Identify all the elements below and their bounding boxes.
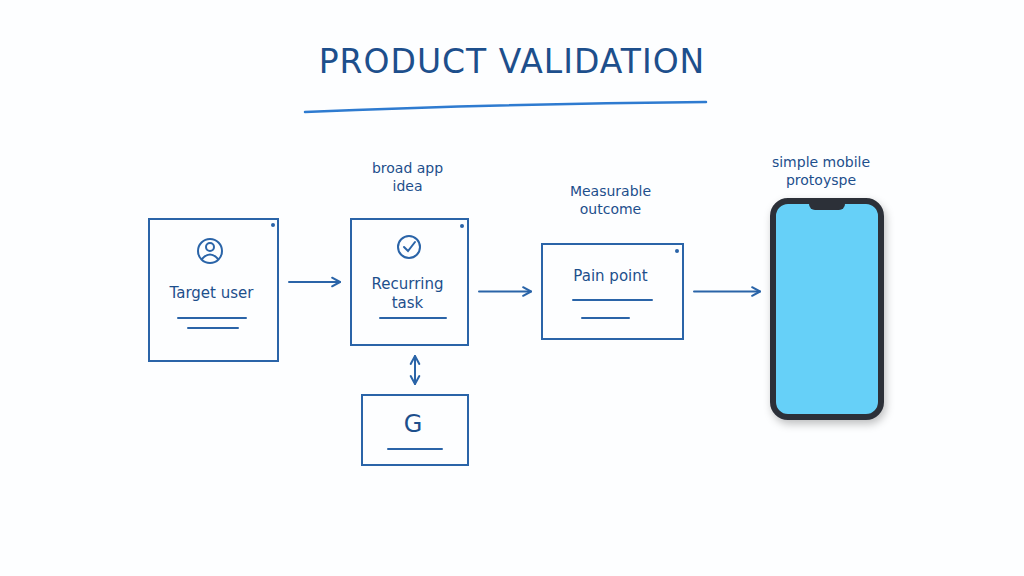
corner-dot bbox=[460, 224, 464, 228]
node-heading: Measurable outcome bbox=[555, 183, 667, 218]
text-line bbox=[388, 448, 442, 450]
check-icon bbox=[398, 236, 420, 258]
arrow-head bbox=[332, 278, 340, 287]
phone-notch bbox=[809, 204, 845, 210]
connector-line bbox=[479, 291, 531, 293]
mobile-prototype: simple mobile protoyspe bbox=[770, 198, 884, 420]
arrow-head bbox=[411, 356, 420, 364]
node-label: Recurring task bbox=[360, 275, 456, 313]
check-mark bbox=[404, 242, 415, 251]
node-label: Pain point bbox=[546, 267, 676, 286]
process-box: broad app ideaRecurring task bbox=[350, 218, 469, 346]
text-line bbox=[582, 317, 629, 319]
node-label: G bbox=[383, 409, 443, 439]
user-icon-head bbox=[206, 243, 214, 251]
node-label: Target user bbox=[152, 284, 272, 303]
process-box: Measurable outcomePain point bbox=[541, 243, 684, 340]
flow-arrow bbox=[411, 356, 420, 384]
arrow-head bbox=[523, 287, 531, 296]
corner-dot bbox=[271, 223, 275, 227]
user-icon-body bbox=[202, 255, 218, 260]
flow-arrow bbox=[694, 287, 760, 296]
connector-line bbox=[694, 291, 760, 293]
process-box: G bbox=[361, 394, 469, 466]
text-line bbox=[188, 327, 238, 329]
title-underline bbox=[305, 102, 706, 112]
connector-line bbox=[414, 356, 416, 384]
text-line bbox=[380, 317, 446, 319]
arrow-head bbox=[752, 287, 760, 296]
corner-dot bbox=[675, 249, 679, 253]
text-line bbox=[573, 299, 652, 301]
node-heading: broad app idea bbox=[362, 160, 454, 195]
connector-line bbox=[289, 281, 340, 283]
node-heading: simple mobile protoyspe bbox=[751, 154, 891, 189]
arrow-head bbox=[411, 376, 420, 384]
flow-arrow bbox=[289, 278, 340, 287]
user-icon bbox=[198, 239, 222, 263]
diagram-title: PRODUCT VALIDATION bbox=[0, 42, 1024, 81]
process-box: Target user bbox=[148, 218, 279, 362]
flow-arrow bbox=[479, 287, 531, 296]
text-line bbox=[178, 317, 246, 319]
